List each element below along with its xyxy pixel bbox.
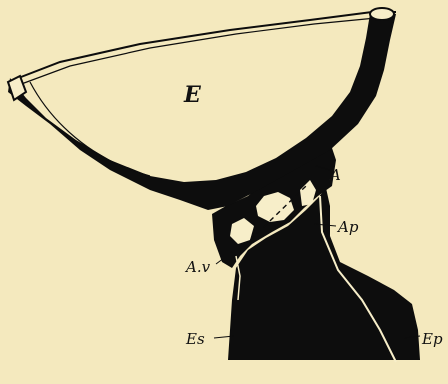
bowl-right-cut	[370, 8, 394, 20]
label-av: A.v	[184, 258, 211, 276]
label-ap: Ap	[336, 218, 359, 236]
label-e: E	[183, 82, 202, 108]
label-a: A	[328, 166, 341, 184]
label-ep: Ep	[421, 330, 443, 348]
label-es: Es	[185, 330, 205, 348]
